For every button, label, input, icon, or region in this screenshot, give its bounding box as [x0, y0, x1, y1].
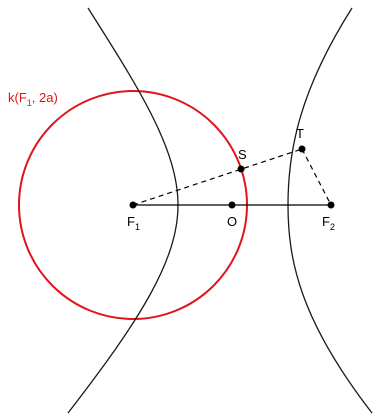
point-f1 [129, 201, 137, 209]
dashed-segment-t-f2 [301, 148, 332, 206]
point-s [237, 165, 245, 173]
label-f1: F1 [127, 214, 140, 232]
label-f1-letter: F [127, 214, 135, 229]
circle-label-main: k(F [8, 90, 27, 105]
label-f2-sub: 2 [330, 222, 335, 232]
circle-label: k(F1, 2a) [8, 90, 58, 108]
label-t: T [296, 126, 304, 141]
circle-label-rest: , 2a) [32, 90, 58, 105]
label-o: O [227, 214, 237, 229]
label-s: S [238, 147, 247, 162]
label-f2: F2 [322, 214, 335, 232]
point-t [298, 145, 306, 153]
point-f2 [327, 201, 335, 209]
label-f2-letter: F [322, 214, 330, 229]
hyperbola-right-branch [287, 7, 373, 414]
point-o [228, 201, 236, 209]
dashed-segment-f1-t [132, 148, 303, 206]
hyperbola-left-branch [67, 7, 179, 414]
circle-label-sub: 1 [27, 98, 32, 108]
label-f1-sub: 1 [135, 222, 140, 232]
